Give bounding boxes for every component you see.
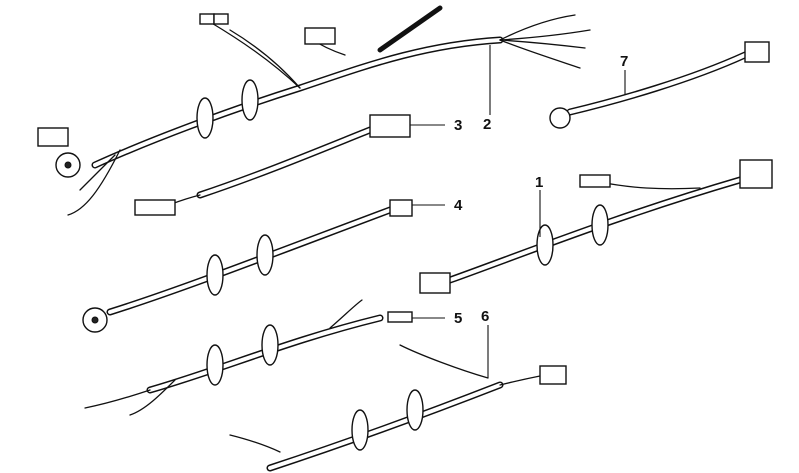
connector: [134, 199, 176, 216]
callout-7: 7: [620, 53, 628, 70]
grommet: [256, 234, 274, 276]
grommet: [206, 254, 224, 296]
connector: [389, 199, 413, 217]
connector: [387, 311, 413, 323]
callout-2: 2: [483, 116, 491, 133]
connector: [213, 13, 229, 25]
callout-6: 6: [481, 308, 489, 325]
connector: [419, 272, 451, 294]
grommet: [591, 204, 609, 246]
connector: [37, 127, 69, 147]
connector: [539, 365, 567, 385]
pin: [91, 316, 99, 324]
harness-4: [82, 199, 445, 333]
callout-5: 5: [454, 310, 462, 327]
connector: [579, 174, 611, 188]
harness-2: [37, 5, 591, 216]
callout-3: 3: [454, 117, 462, 134]
grommet: [196, 97, 214, 139]
connector: [304, 27, 336, 45]
grommet: [261, 324, 279, 366]
grommet: [536, 224, 554, 266]
grommet: [351, 409, 369, 451]
callout-4: 4: [454, 197, 463, 214]
harness-7: [549, 41, 770, 129]
connector: [369, 114, 411, 138]
harness-1: [419, 159, 773, 294]
round-connector: [549, 107, 571, 129]
harness-6: [229, 325, 567, 472]
pin: [64, 161, 72, 169]
grommet: [406, 389, 424, 431]
grommet: [206, 344, 224, 386]
harness-3: [134, 114, 445, 216]
connector: [739, 159, 773, 189]
connector: [199, 13, 215, 25]
grommet: [241, 79, 259, 121]
callout-1: 1: [535, 174, 543, 191]
connector: [744, 41, 770, 63]
harness-5: [84, 299, 445, 416]
